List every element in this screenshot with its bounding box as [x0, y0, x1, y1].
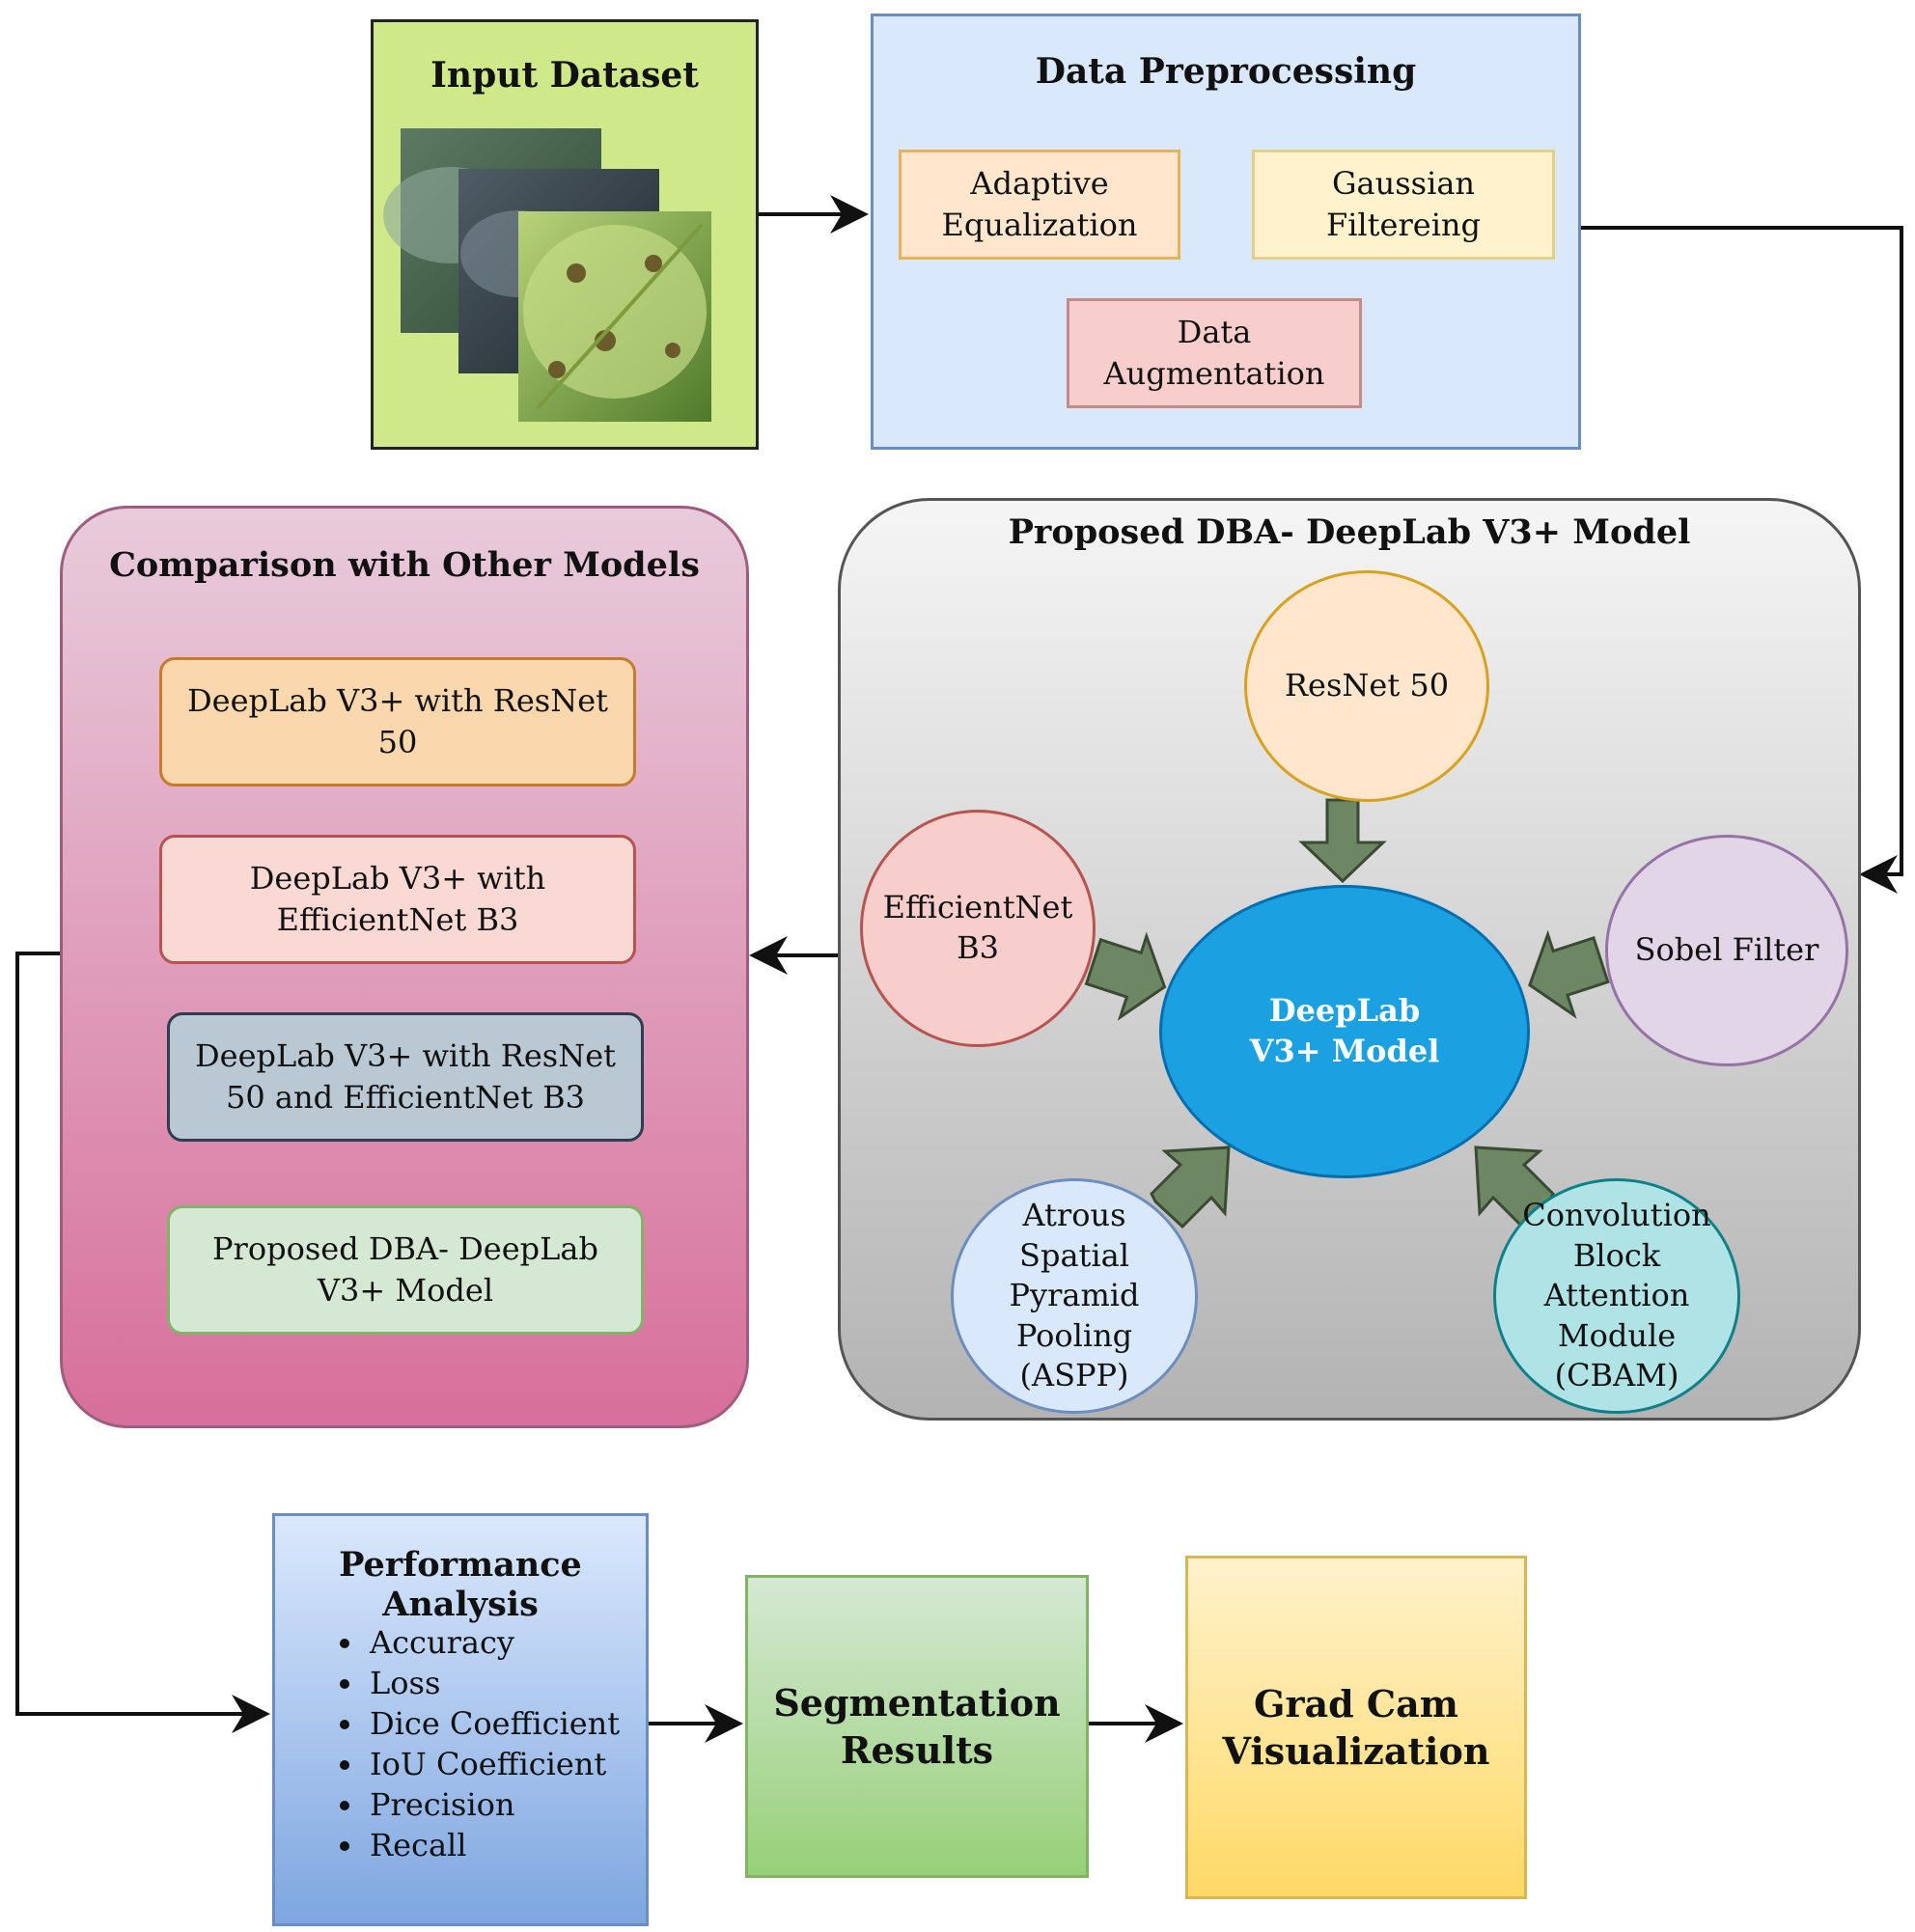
input-dataset-title: Input Dataset	[430, 55, 699, 96]
efficientnet-b3-circle: EfficientNet B3	[860, 810, 1096, 1047]
deeplab-v3-model-ellipse: DeepLab V3+ Model	[1159, 885, 1530, 1178]
data-preprocessing-box: Data Preprocessing Adaptive Equalization…	[871, 14, 1581, 450]
performance-analysis-box: Performance Analysis Accuracy Loss Dice …	[272, 1513, 649, 1926]
aspp-circle: Atrous Spatial Pyramid Pooling (ASPP)	[951, 1178, 1198, 1414]
proposed-model-title: Proposed DBA- DeepLab V3+ Model	[1008, 512, 1691, 552]
gaussian-filtering-box: Gaussian Filtereing	[1252, 150, 1555, 260]
metric-list: Accuracy Loss Dice Coefficient IoU Coeff…	[323, 1622, 620, 1865]
comparison-item-efficientnet-b3: DeepLab V3+ with EfficientNet B3	[159, 835, 636, 964]
comparison-box: Comparison with Other Models DeepLab V3+…	[60, 506, 749, 1428]
metric-loss: Loss	[366, 1663, 620, 1703]
arrow-preprocessing-to-model	[1581, 226, 1903, 894]
arrow-comparison-to-performance	[15, 952, 270, 1733]
comparison-item-proposed: Proposed DBA- DeepLab V3+ Model	[167, 1205, 644, 1335]
adaptive-equalization-box: Adaptive Equalization	[899, 150, 1180, 260]
gradcam-visualization-label: Grad Cam Visualization	[1222, 1681, 1490, 1773]
comparison-title: Comparison with Other Models	[109, 545, 700, 585]
metric-accuracy: Accuracy	[366, 1622, 620, 1663]
data-preprocessing-title: Data Preprocessing	[1035, 51, 1417, 92]
input-dataset-box: Input Dataset	[371, 19, 759, 450]
resnet50-circle: ResNet 50	[1244, 570, 1489, 802]
cbam-circle: Convolution Block Attention Module (CBAM…	[1493, 1178, 1740, 1414]
proposed-model-box: Proposed DBA- DeepLab V3+ Model ResNet 5…	[838, 498, 1861, 1421]
comparison-item-resnet50-efficientnet: DeepLab V3+ with ResNet 50 and Efficient…	[167, 1012, 644, 1142]
performance-analysis-title: Performance Analysis	[339, 1545, 582, 1624]
segmentation-results-box: Segmentation Results	[745, 1575, 1089, 1878]
gradcam-visualization-box: Grad Cam Visualization	[1185, 1556, 1527, 1899]
leaf-image-stack	[383, 128, 711, 422]
segmentation-results-label: Segmentation Results	[773, 1680, 1061, 1772]
metric-dice: Dice Coefficient	[366, 1703, 620, 1744]
metric-iou: IoU Coefficient	[366, 1744, 620, 1784]
metric-recall: Recall	[366, 1825, 620, 1865]
data-augmentation-box: Data Augmentation	[1067, 298, 1362, 408]
comparison-item-resnet50: DeepLab V3+ with ResNet 50	[159, 657, 636, 787]
sobel-filter-circle: Sobel Filter	[1605, 835, 1848, 1066]
metric-precision: Precision	[366, 1784, 620, 1825]
